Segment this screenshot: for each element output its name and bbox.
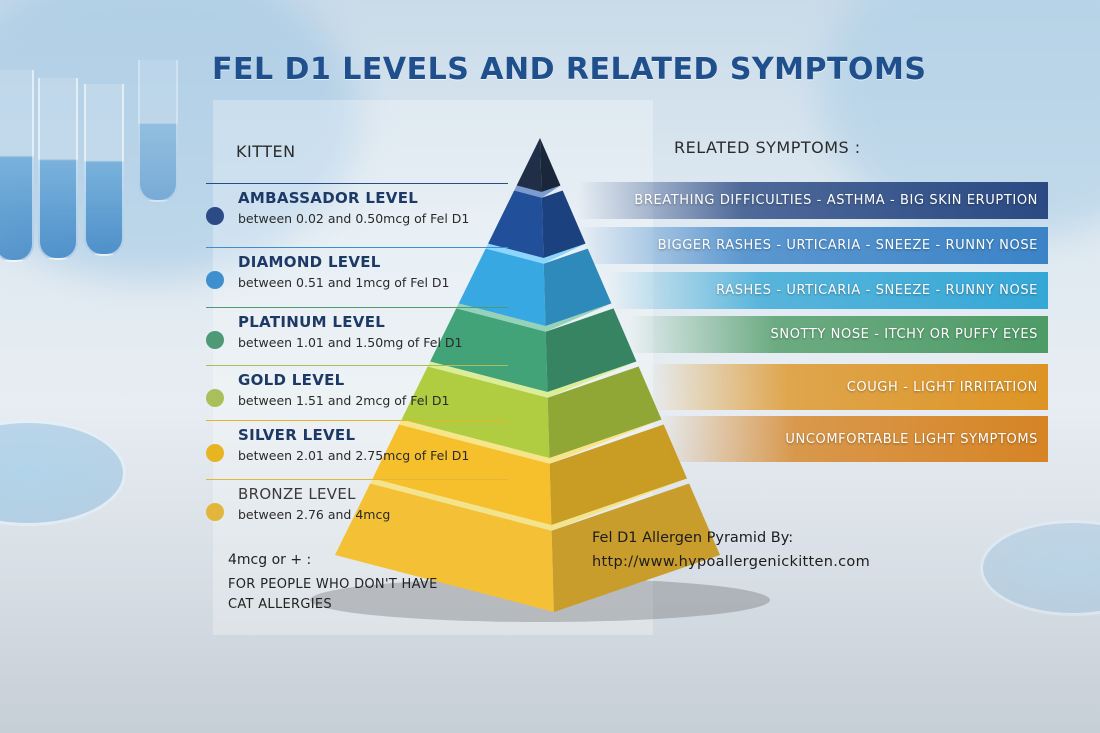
- symptom-text: BIGGER RASHES - URTICARIA - SNEEZE - RUN…: [658, 238, 1038, 253]
- pyramid-layer-left-face: [517, 138, 542, 192]
- level-name: DIAMOND LEVEL: [238, 253, 381, 271]
- level-color-dot: [206, 207, 224, 225]
- symptom-text: RASHES - URTICARIA - SNEEZE - RUNNY NOSE: [716, 283, 1038, 298]
- footnote-amount: 4mcg or + :: [228, 552, 311, 568]
- level-name: PLATINUM LEVEL: [238, 313, 385, 331]
- symptom-band: RASHES - URTICARIA - SNEEZE - RUNNY NOSE: [608, 272, 1048, 309]
- credit-line: Fel D1 Allergen Pyramid By:: [592, 530, 793, 546]
- footnote-line: FOR PEOPLE WHO DON'T HAVE: [228, 577, 438, 592]
- level-divider: [206, 365, 508, 366]
- symptom-band: SNOTTY NOSE - ITCHY OR PUFFY EYES: [628, 316, 1048, 353]
- symptom-text: COUGH - LIGHT IRRITATION: [847, 380, 1038, 395]
- level-name: AMBASSADOR LEVEL: [238, 189, 418, 207]
- level-range: between 2.76 and 4mcg: [238, 507, 390, 522]
- symptom-text: BREATHING DIFFICULTIES - ASTHMA - BIG SK…: [634, 193, 1038, 208]
- level-color-dot: [206, 389, 224, 407]
- level-divider: [206, 420, 508, 421]
- level-range: between 1.51 and 2mcg of Fel D1: [238, 393, 449, 408]
- level-range: between 1.01 and 1.50mg of Fel D1: [238, 335, 462, 350]
- pyramid-layer-right-face: [540, 138, 561, 192]
- level-range: between 2.01 and 2.75mcg of Fel D1: [238, 448, 469, 463]
- symptom-band: COUGH - LIGHT IRRITATION: [648, 364, 1048, 410]
- symptom-band: UNCOMFORTABLE LIGHT SYMPTOMS: [658, 416, 1048, 462]
- level-color-dot: [206, 503, 224, 521]
- level-name: SILVER LEVEL: [238, 426, 355, 444]
- symptom-band: BREATHING DIFFICULTIES - ASTHMA - BIG SK…: [578, 182, 1048, 219]
- footnote-line: CAT ALLERGIES: [228, 597, 332, 612]
- level-color-dot: [206, 444, 224, 462]
- level-divider: [206, 183, 508, 184]
- level-divider: [206, 247, 508, 248]
- level-name: BRONZE LEVEL: [238, 485, 356, 503]
- level-divider: [206, 479, 508, 480]
- level-color-dot: [206, 331, 224, 349]
- symptom-text: UNCOMFORTABLE LIGHT SYMPTOMS: [785, 432, 1038, 447]
- level-color-dot: [206, 271, 224, 289]
- level-range: between 0.02 and 0.50mcg of Fel D1: [238, 211, 469, 226]
- level-name: GOLD LEVEL: [238, 371, 345, 389]
- level-divider: [206, 307, 508, 308]
- symptom-band: BIGGER RASHES - URTICARIA - SNEEZE - RUN…: [578, 227, 1048, 264]
- credit-url: http://www.hypoallergenickitten.com: [592, 554, 870, 570]
- level-range: between 0.51 and 1mcg of Fel D1: [238, 275, 449, 290]
- symptom-text: SNOTTY NOSE - ITCHY OR PUFFY EYES: [771, 327, 1038, 342]
